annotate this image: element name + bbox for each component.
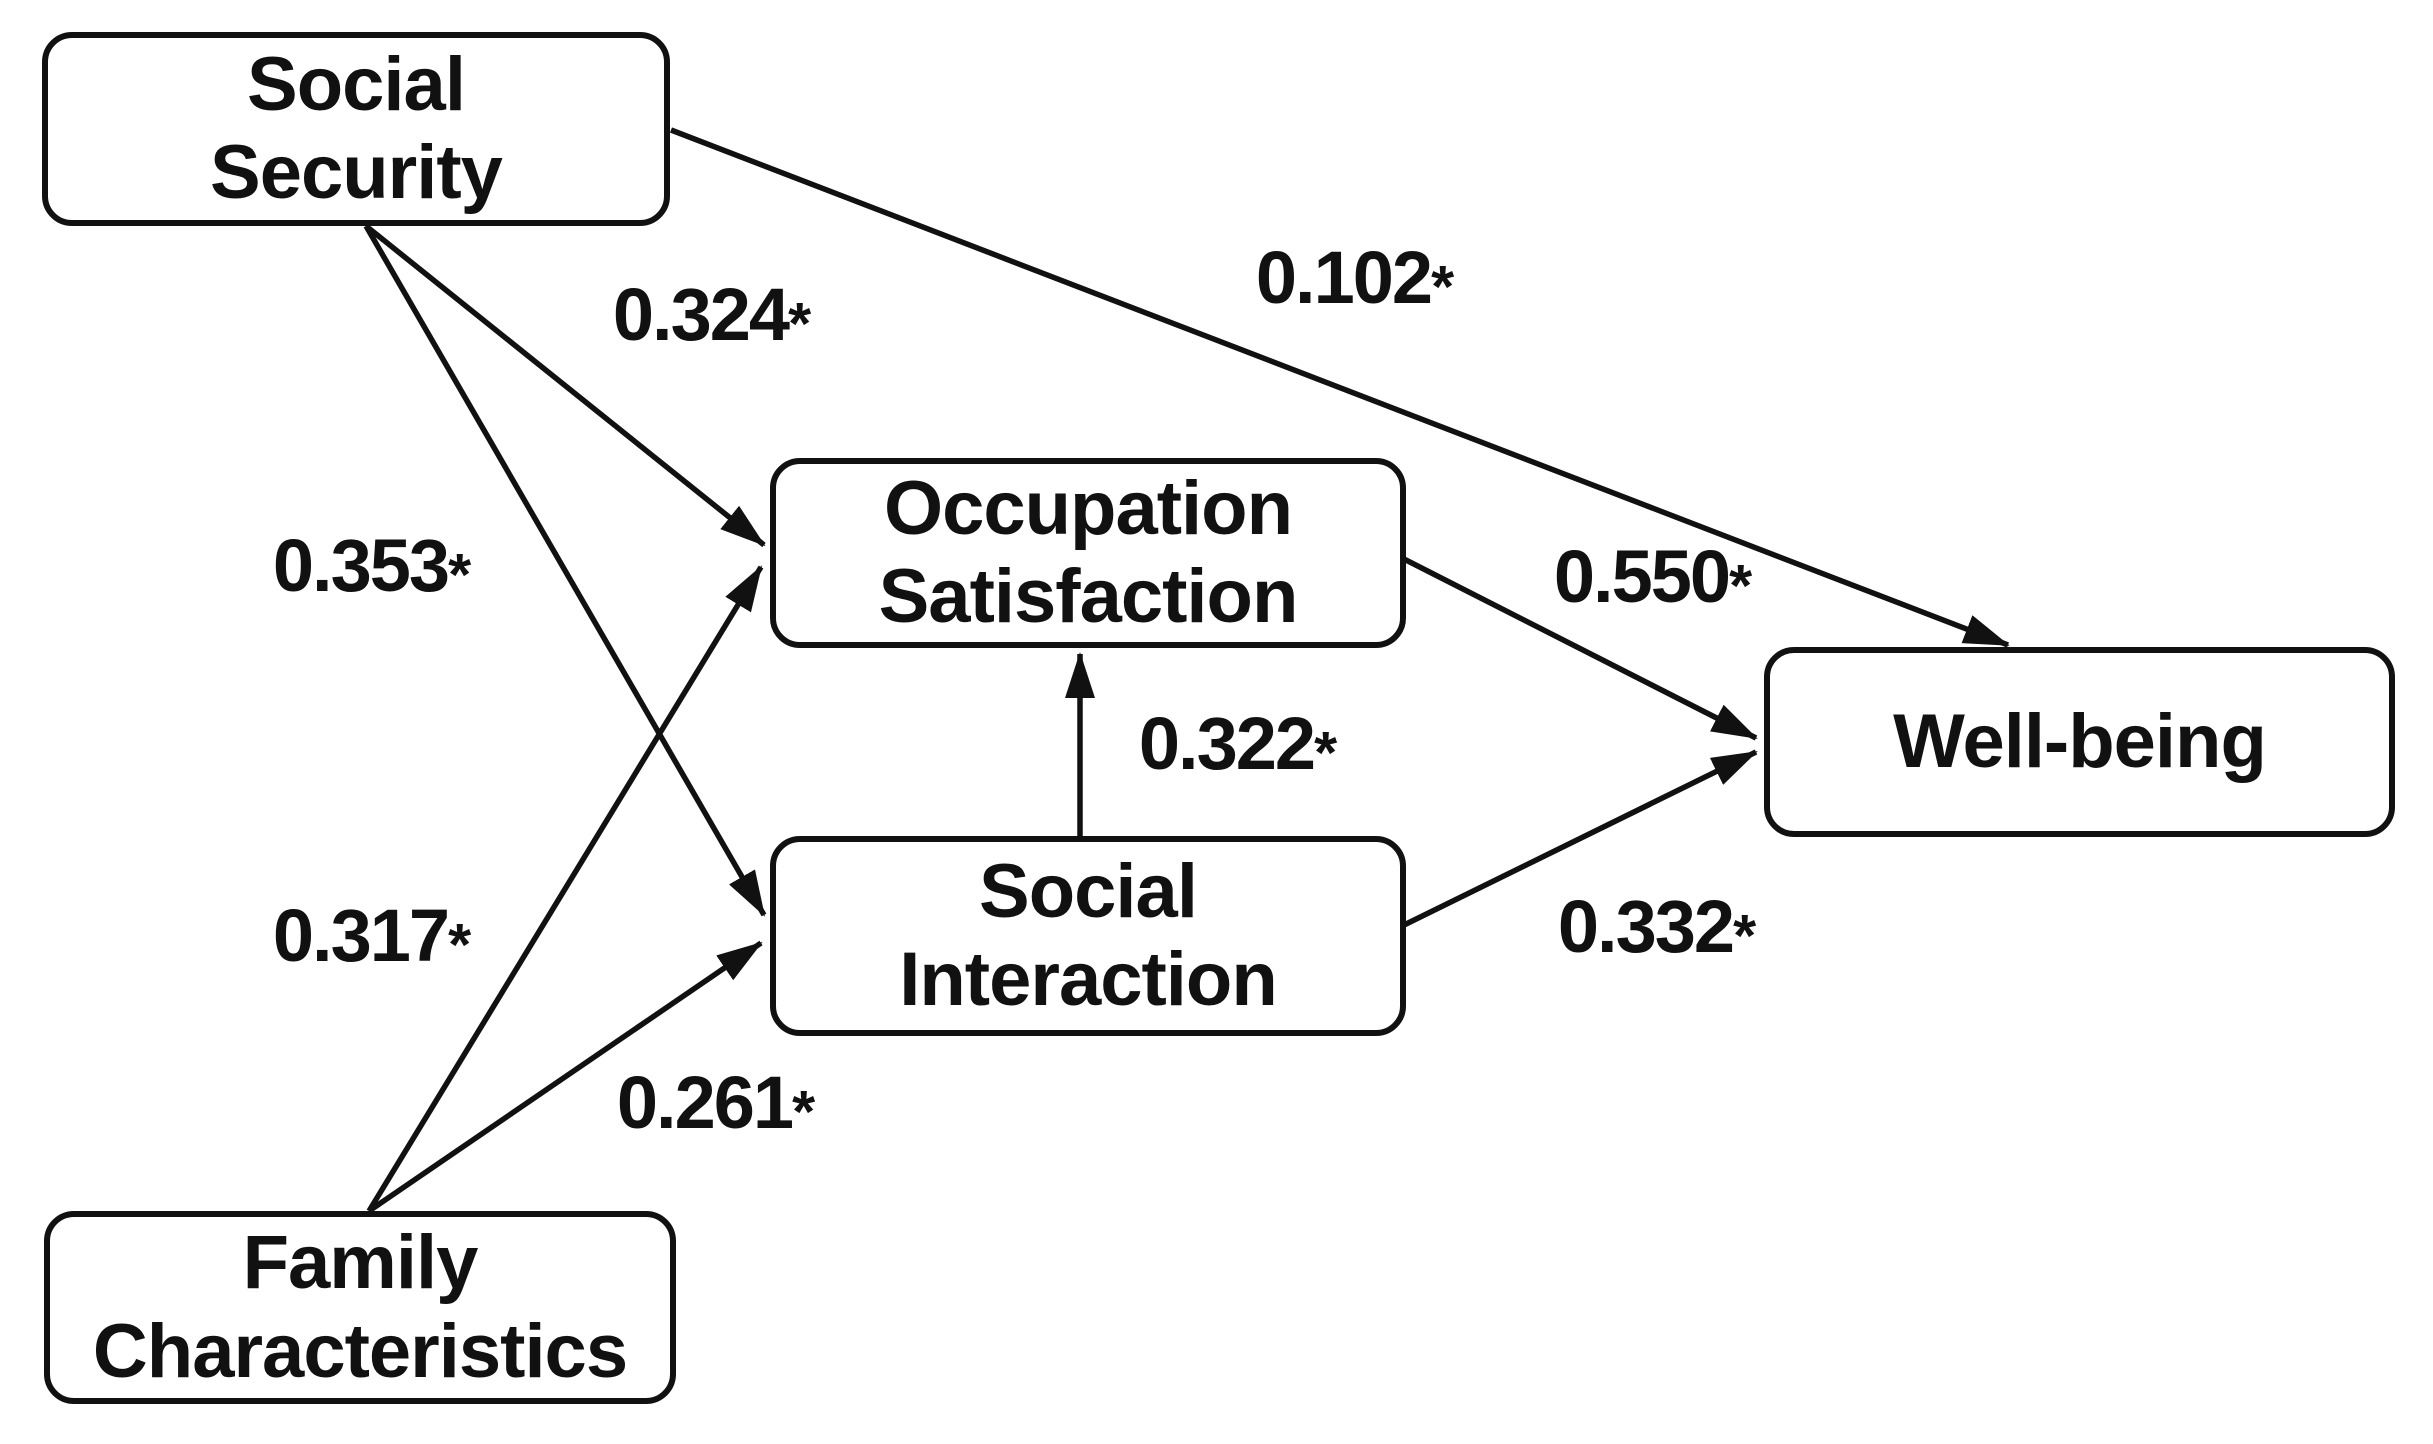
node-family-characteristics: Family Characteristics — [44, 1211, 676, 1404]
significance-asterisk: * — [448, 541, 472, 609]
edge-family-characteristics-to-social-interaction — [367, 940, 763, 1214]
edge-social-security-to-social-interaction — [363, 224, 767, 917]
edge-family-characteristics-to-occupation-satisfaction — [366, 565, 764, 1213]
significance-asterisk: * — [1314, 719, 1338, 787]
edge-occupation-satisfaction-to-well-being — [1398, 554, 1758, 741]
significance-asterisk: * — [1431, 253, 1455, 321]
node-label-line: Well-being — [1893, 698, 2267, 784]
significance-asterisk: * — [792, 1078, 816, 1146]
node-well-being: Well-being — [1764, 647, 2395, 837]
edge-social-security-to-well-being — [670, 127, 2010, 648]
significance-asterisk: * — [1733, 902, 1757, 970]
node-social-security: Social Security — [42, 32, 670, 226]
node-label-line: Security — [210, 130, 503, 215]
edge-label-social-security-to-well-being: 0.102* — [1255, 236, 1455, 321]
significance-asterisk: * — [448, 911, 472, 979]
significance-asterisk: * — [1729, 552, 1753, 620]
edge-label-social-security-to-social-interaction: 0.353* — [272, 524, 472, 609]
node-label-line: Satisfaction — [878, 554, 1299, 639]
edge-label-family-characteristics-to-occupation-satisfaction: 0.317* — [272, 894, 472, 979]
node-label-line: Social — [247, 41, 466, 127]
edge-label-family-characteristics-to-social-interaction: 0.261* — [616, 1061, 816, 1146]
edge-label-social-interaction-to-occupation-satisfaction: 0.322* — [1138, 702, 1338, 787]
node-label-line: Interaction — [899, 937, 1277, 1022]
edge-label-social-security-to-occupation-satisfaction: 0.324* — [612, 273, 812, 358]
significance-asterisk: * — [788, 290, 812, 358]
node-occupation-satisfaction: Occupation Satisfaction — [770, 458, 1406, 648]
node-label-line: Social — [979, 848, 1198, 934]
edge-label-social-interaction-to-well-being: 0.332* — [1557, 885, 1757, 970]
edge-label-occupation-satisfaction-to-well-being: 0.550* — [1553, 535, 1753, 620]
edge-social-security-to-occupation-satisfaction — [364, 223, 766, 548]
node-label-line: Characteristics — [92, 1308, 628, 1394]
edge-social-interaction-to-well-being — [1398, 749, 1758, 930]
node-label-line: Occupation — [883, 465, 1293, 551]
node-label-line: Family — [242, 1220, 479, 1306]
node-social-interaction: Social Interaction — [770, 836, 1406, 1036]
